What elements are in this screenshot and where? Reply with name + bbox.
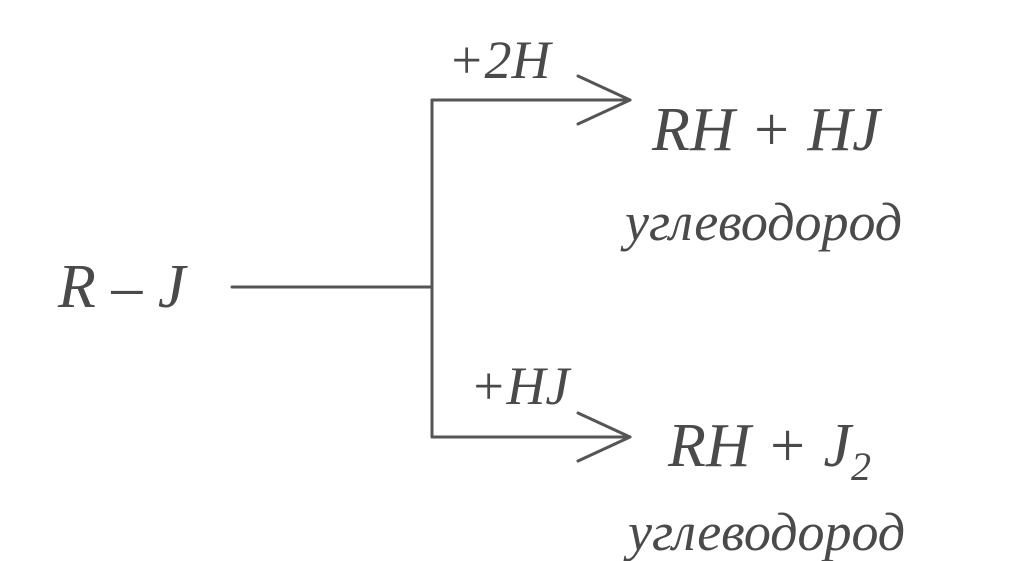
lower-product-main: RH + J bbox=[667, 412, 853, 480]
upper-product-class: углеводород bbox=[620, 192, 902, 252]
upper-product-main: RH + HJ bbox=[651, 96, 882, 164]
reactant-formula: R – J bbox=[57, 253, 188, 321]
lower-product-subscript: 2 bbox=[851, 444, 871, 489]
lower-reagent-label: +HJ bbox=[470, 356, 572, 416]
lower-branch-arrow bbox=[430, 411, 632, 463]
upper-branch-arrow bbox=[430, 74, 632, 126]
upper-reagent-label: +2H bbox=[448, 30, 553, 90]
upper-product-formula: RH + HJ bbox=[651, 96, 882, 164]
lower-product-class: углеводород bbox=[623, 502, 905, 561]
lower-product-formula: RH + J2 bbox=[667, 412, 871, 489]
